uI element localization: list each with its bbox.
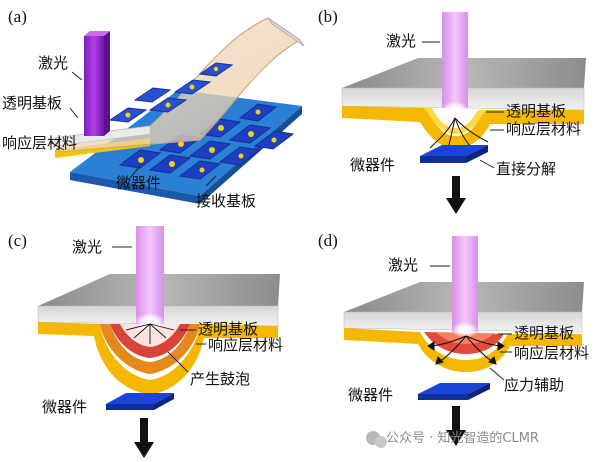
panel-b <box>341 12 586 214</box>
label-laser-d: 激光 <box>388 256 419 274</box>
response-layer <box>342 106 584 148</box>
label-mechanism-b: 直接分解 <box>496 160 557 178</box>
panel-label-a: (a) <box>8 7 27 26</box>
label-device-d: 微器件 <box>348 386 394 404</box>
label-substrate-c: 透明基板 <box>198 320 259 338</box>
micro-device <box>106 393 174 404</box>
label-substrate-d: 透明基板 <box>514 324 575 342</box>
down-arrow-icon <box>446 176 466 214</box>
bubble-outer <box>100 324 200 374</box>
panel-a <box>49 17 305 204</box>
panel-c <box>37 226 280 458</box>
label-response-c: 响应层材料 <box>208 336 284 354</box>
watermark: 公众号 · 知光智造的CLMR <box>386 431 539 446</box>
micro-device <box>420 145 488 156</box>
label-laser-b: 激光 <box>386 32 417 50</box>
label-laser-c: 激光 <box>72 238 103 256</box>
laser-beam-icon <box>136 226 164 324</box>
label-device-c: 微器件 <box>42 398 88 416</box>
down-arrow-icon <box>134 418 154 458</box>
decomposition-rays <box>429 117 489 153</box>
label-response-a: 响应层材料 <box>2 134 78 152</box>
laser-beam-icon <box>84 36 104 136</box>
panel-label-b: (b) <box>318 7 338 26</box>
label-receiver-a: 接收基板 <box>196 192 257 210</box>
response-layer <box>344 328 582 372</box>
label-device-a: 微器件 <box>116 174 162 192</box>
label-substrate-b: 透明基板 <box>506 102 567 120</box>
label-mechanism-c: 产生鼓泡 <box>190 370 251 388</box>
label-mechanism-d: 应力辅助 <box>504 376 565 394</box>
laser-beam-icon <box>452 236 478 332</box>
receiver-substrate-side <box>70 172 200 204</box>
response-layer <box>38 322 278 394</box>
laser-beam-icon <box>442 12 468 108</box>
panel-label-c: (c) <box>8 231 27 250</box>
label-response-b: 响应层材料 <box>506 120 582 138</box>
label-substrate-a: 透明基板 <box>2 94 63 112</box>
wechat-icon <box>366 431 387 448</box>
label-device-b: 微器件 <box>350 156 396 174</box>
down-arrow-icon <box>446 406 466 446</box>
panel-label-d: (d) <box>318 231 338 250</box>
micro-device <box>418 383 490 394</box>
stress-arrows <box>427 335 505 365</box>
label-response-d: 响应层材料 <box>514 344 590 362</box>
panel-d <box>343 236 584 446</box>
label-laser-a: 激光 <box>38 54 69 72</box>
